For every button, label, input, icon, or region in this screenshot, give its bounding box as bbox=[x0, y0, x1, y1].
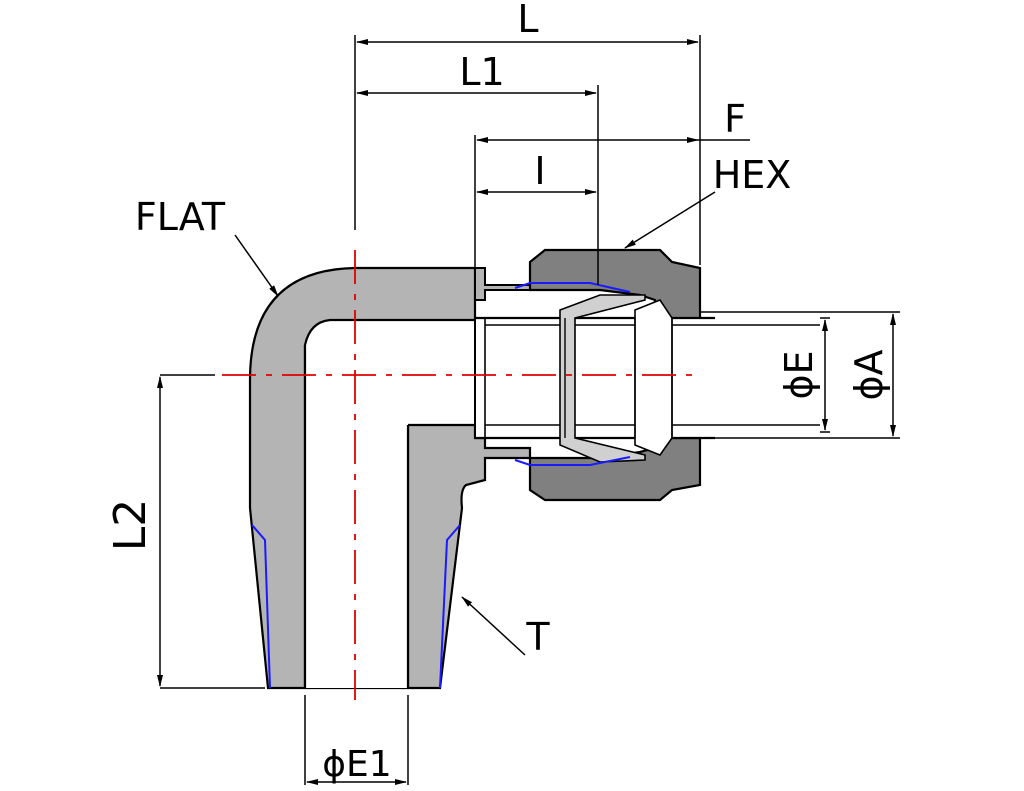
label-phiA: ϕA bbox=[847, 349, 891, 400]
label-L: L bbox=[517, 0, 538, 41]
body-neck-top bbox=[474, 267, 531, 301]
front-ferrule bbox=[559, 294, 646, 463]
label-L1: L1 bbox=[459, 50, 504, 94]
center-lines bbox=[222, 250, 700, 700]
label-L2: L2 bbox=[105, 499, 156, 552]
label-phiE1: ϕE1 bbox=[322, 744, 391, 785]
labels: L L1 F I HEX FLAT T ϕE1 L2 ϕE ϕA bbox=[105, 0, 891, 785]
elbow-body bbox=[248, 266, 532, 690]
label-F: F bbox=[724, 97, 746, 141]
thread-line-right bbox=[439, 524, 461, 689]
label-HEX: HEX bbox=[713, 153, 792, 197]
leader-hex bbox=[624, 191, 716, 249]
thread-line-left bbox=[251, 524, 271, 689]
back-ferrule bbox=[634, 299, 673, 456]
vertical-bore bbox=[305, 345, 408, 688]
leader-t bbox=[461, 596, 526, 656]
thread-line-nut-top bbox=[514, 282, 631, 293]
fitting-body bbox=[248, 248, 820, 690]
label-FLAT: FLAT bbox=[135, 195, 226, 239]
label-I: I bbox=[534, 149, 545, 193]
label-phiE: ϕE bbox=[777, 350, 821, 399]
leader-flat bbox=[234, 234, 279, 297]
tube-bore bbox=[475, 318, 715, 438]
label-T: T bbox=[525, 615, 550, 659]
thread-line-nut-bottom bbox=[514, 456, 631, 466]
dimensions bbox=[157, 35, 900, 785]
